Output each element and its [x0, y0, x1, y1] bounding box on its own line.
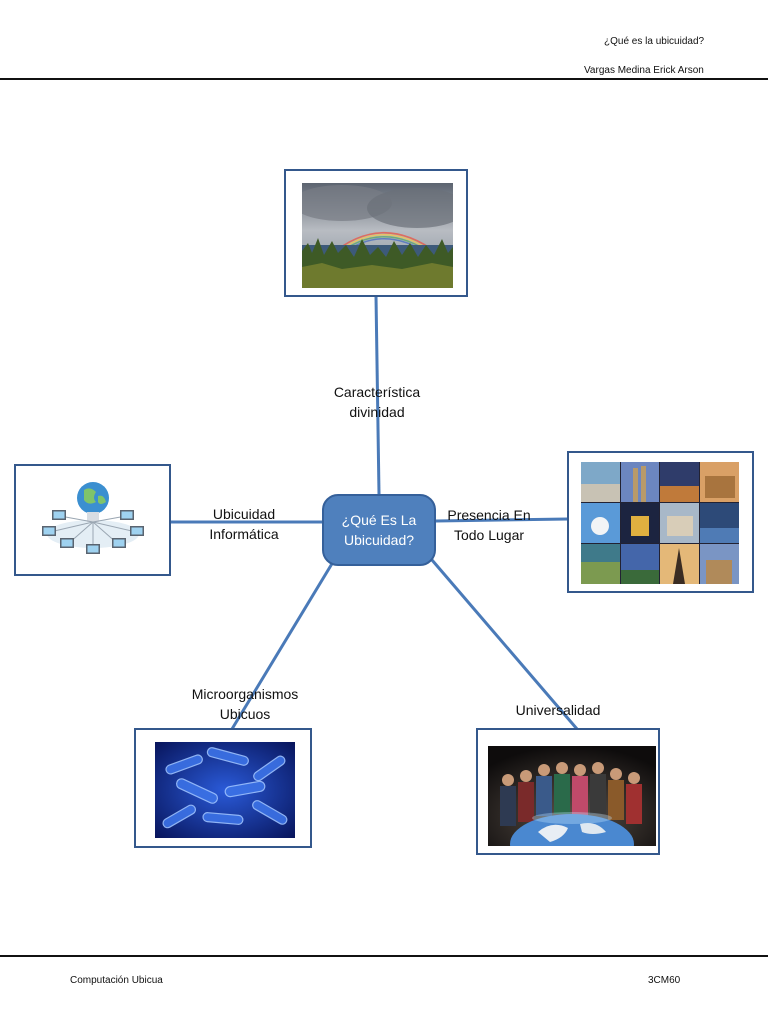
footer-course: Computación Ubicua: [70, 975, 163, 986]
label-right: Presencia En Todo Lugar: [436, 505, 542, 545]
central-concept-node: ¿Qué Es La Ubicuidad?: [322, 494, 436, 566]
label-right-line1: Presencia En: [447, 507, 531, 523]
image-frame-top: [284, 169, 468, 297]
label-right-line2: Todo Lugar: [453, 527, 525, 543]
label-bottom-left-line2: Ubicuos: [219, 706, 271, 722]
world-places-collage-icon: [581, 462, 739, 584]
label-left-line2: Informática: [209, 526, 279, 542]
author-name: Vargas Medina Erick Arson: [584, 65, 704, 76]
image-frame-bottom-right: [476, 728, 660, 855]
label-bottom-right: Universalidad: [500, 700, 616, 720]
label-bottom-right-line1: Universalidad: [515, 702, 601, 718]
image-frame-bottom-left: [134, 728, 312, 848]
central-concept-text: ¿Qué Es La Ubicuidad?: [341, 512, 417, 548]
label-top-line2: divinidad: [349, 404, 405, 420]
label-bottom-left-line1: Microorganismos: [191, 686, 299, 702]
connector-bottom-left: [230, 561, 335, 730]
label-top-line1: Característica: [333, 384, 421, 400]
image-frame-left: [14, 464, 171, 576]
people-around-globe-icon: [488, 746, 656, 846]
footer-group: 3CM60: [648, 975, 681, 986]
footer-rule: [0, 955, 768, 957]
bacteria-icon: [155, 742, 295, 838]
image-frame-right: [567, 451, 754, 593]
header-rule: [0, 78, 768, 80]
label-left: Ubicuidad Informática: [186, 504, 302, 544]
connector-top: [374, 295, 381, 495]
connector-bottom-right: [430, 559, 579, 730]
network-computers-icon: [30, 476, 156, 564]
rainbow-landscape-icon: [302, 183, 453, 288]
label-left-line1: Ubicuidad: [212, 506, 276, 522]
connector-right: [435, 517, 569, 523]
label-top: Característica divinidad: [317, 382, 437, 422]
label-bottom-left: Microorganismos Ubicuos: [176, 684, 314, 724]
document-title: ¿Qué es la ubicuidad?: [604, 36, 705, 47]
